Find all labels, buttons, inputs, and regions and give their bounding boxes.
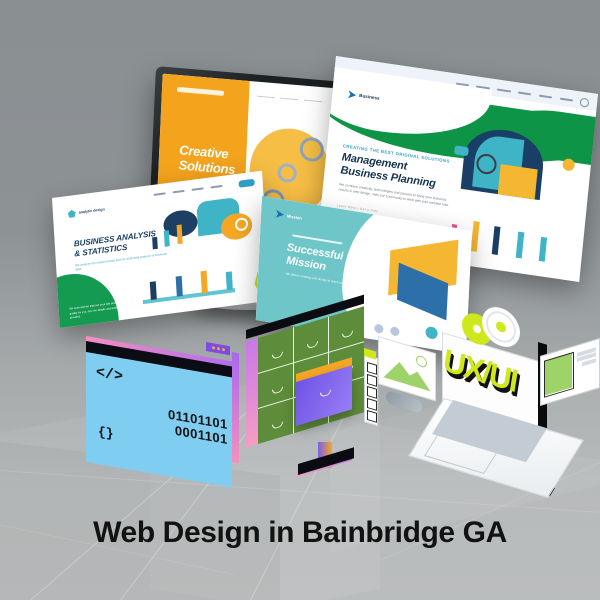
cabinet-divider bbox=[292, 327, 295, 434]
logo-mark-icon bbox=[348, 90, 357, 99]
nav-dash bbox=[210, 184, 223, 189]
drawer-handle[interactable] bbox=[306, 341, 318, 350]
code-window-right-edge bbox=[232, 352, 239, 464]
person-figure bbox=[225, 271, 233, 291]
logo-mark-icon bbox=[276, 210, 284, 219]
person-figure bbox=[470, 221, 480, 252]
window-controls[interactable] bbox=[206, 342, 230, 356]
gear-center bbox=[473, 323, 481, 335]
chart-bar bbox=[176, 224, 183, 245]
sun-icon bbox=[416, 354, 428, 370]
uxui-laptop: UX/UI bbox=[364, 307, 600, 498]
braces-icon: {} bbox=[98, 424, 114, 442]
drawer-handle[interactable] bbox=[271, 386, 283, 396]
page-title: Web Design in Bainbridge GA bbox=[93, 516, 507, 549]
person-figure bbox=[200, 271, 208, 294]
person-figure bbox=[515, 231, 524, 259]
gear-center bbox=[496, 320, 506, 334]
window-dot[interactable] bbox=[221, 347, 225, 352]
tool-icon[interactable] bbox=[366, 361, 377, 375]
tool-icon[interactable] bbox=[366, 409, 377, 423]
imac-heading: Creative Solutions bbox=[178, 142, 236, 177]
nav-dash bbox=[191, 187, 204, 192]
drawer-handle[interactable] bbox=[319, 390, 331, 399]
imac-nav-dash bbox=[303, 99, 323, 103]
tool-icon[interactable] bbox=[366, 373, 377, 387]
business-analysis-statistics-panel: analytic design BUSINESS ANALYSIS & STAT… bbox=[52, 170, 270, 328]
wireframe-card bbox=[540, 338, 600, 406]
gear-icon bbox=[466, 314, 488, 344]
gear-icon bbox=[486, 307, 516, 347]
window-dot[interactable] bbox=[216, 346, 220, 351]
cabinet-side bbox=[246, 338, 258, 448]
drawer-handle[interactable] bbox=[271, 421, 283, 431]
person-figure bbox=[538, 236, 548, 262]
toolbar-palette[interactable] bbox=[364, 354, 378, 427]
tool-icon[interactable] bbox=[366, 397, 377, 411]
logo-mark-icon bbox=[68, 209, 76, 218]
tool-icon[interactable] bbox=[366, 385, 377, 399]
cta-button[interactable] bbox=[237, 178, 255, 188]
window-dot[interactable] bbox=[211, 345, 215, 350]
filing-cabinet bbox=[246, 294, 390, 480]
panel-logo: analytic design bbox=[68, 206, 105, 219]
wireframe-outline bbox=[544, 351, 575, 398]
imac-nav-dash bbox=[256, 95, 275, 99]
nav-dash bbox=[172, 189, 185, 194]
code-window: </> {} 01101101 0001101 bbox=[86, 336, 239, 488]
person-figure bbox=[491, 226, 501, 255]
person-figure bbox=[150, 281, 158, 301]
drawer-handle[interactable] bbox=[341, 330, 353, 340]
person-figure bbox=[175, 276, 183, 298]
imac-nav-dash bbox=[280, 97, 299, 101]
panel-hero-text: BUSINESS ANALYSIS & STATISTICS We analyz… bbox=[74, 227, 173, 273]
drawer-handle[interactable] bbox=[271, 351, 283, 361]
illustration-shape bbox=[497, 163, 538, 200]
nav-dash bbox=[153, 192, 167, 196]
